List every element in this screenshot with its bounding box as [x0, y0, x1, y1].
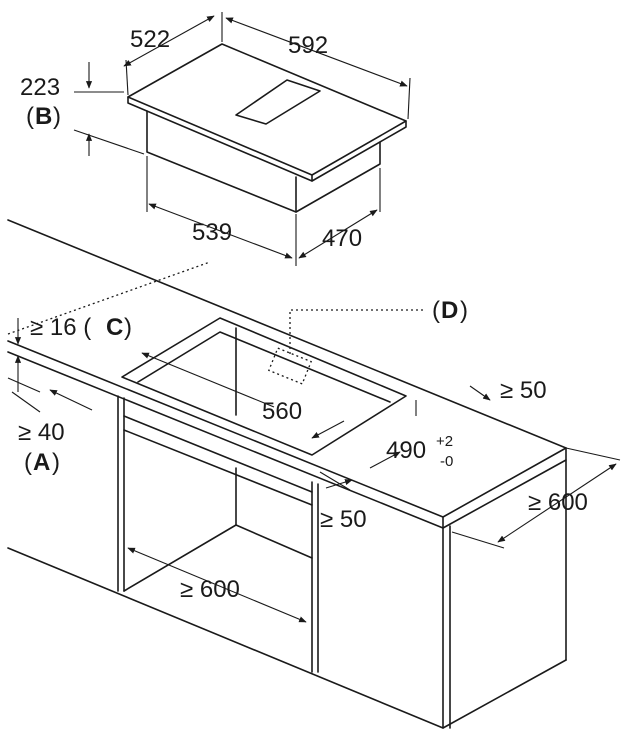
label-min-16: ≥ 16 (: [30, 314, 91, 341]
hob-dimensions: [73, 12, 411, 266]
label-tol-minus: -0: [440, 453, 453, 470]
dimension-labels: 522 592 223 ( B ) 539 470 ( D ) ≥ 16 ( C…: [18, 26, 588, 603]
hob-glass-top: [127, 43, 407, 176]
label-592: 592: [288, 32, 328, 59]
hob-vent-slot: [235, 79, 321, 125]
label-a-open: (: [24, 449, 32, 476]
label-min-600-depth: ≥ 600: [528, 489, 588, 516]
worktop-dimensions: [7, 318, 621, 623]
label-560: 560: [262, 398, 302, 425]
worktop-back-edge: [7, 219, 567, 449]
label-b-open: (: [26, 103, 34, 130]
worktop-front-edge: [7, 340, 567, 518]
label-a-close: ): [52, 449, 60, 476]
hob-glass-edge: [127, 96, 407, 182]
label-d-open: (: [432, 297, 440, 324]
label-min-50-side: ≥ 50: [320, 506, 367, 533]
cabinet-base: [7, 547, 567, 729]
label-539: 539: [192, 219, 232, 246]
cabinet-shelf: [123, 429, 313, 506]
label-d: D: [441, 297, 458, 324]
label-223: 223: [20, 74, 60, 101]
label-c-close: ): [124, 314, 132, 341]
label-min-600-width: ≥ 600: [180, 576, 240, 603]
label-b-close: ): [53, 103, 61, 130]
label-tol-plus: +2: [436, 433, 453, 450]
label-min-40: ≥ 40: [18, 419, 65, 446]
label-d-close: ): [460, 297, 468, 324]
label-470: 470: [322, 225, 362, 252]
label-b: B: [35, 103, 52, 130]
label-c: C: [106, 314, 123, 341]
worktop-cabinet: [7, 219, 567, 729]
label-min-50-back: ≥ 50: [500, 377, 547, 404]
label-522: 522: [130, 26, 170, 53]
label-a: A: [33, 449, 50, 476]
hob-appliance: [127, 43, 407, 213]
label-490: 490: [386, 437, 426, 464]
cutout-opening: [121, 317, 407, 456]
